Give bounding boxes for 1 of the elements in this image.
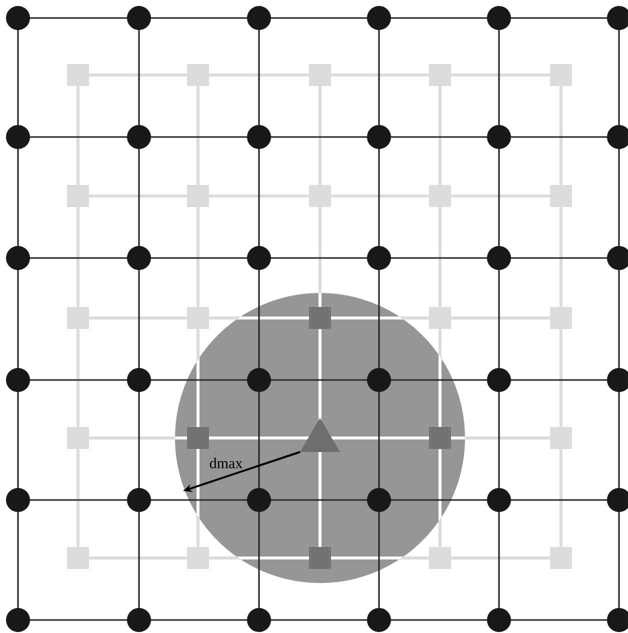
dimension-label: dmax [210,458,242,468]
